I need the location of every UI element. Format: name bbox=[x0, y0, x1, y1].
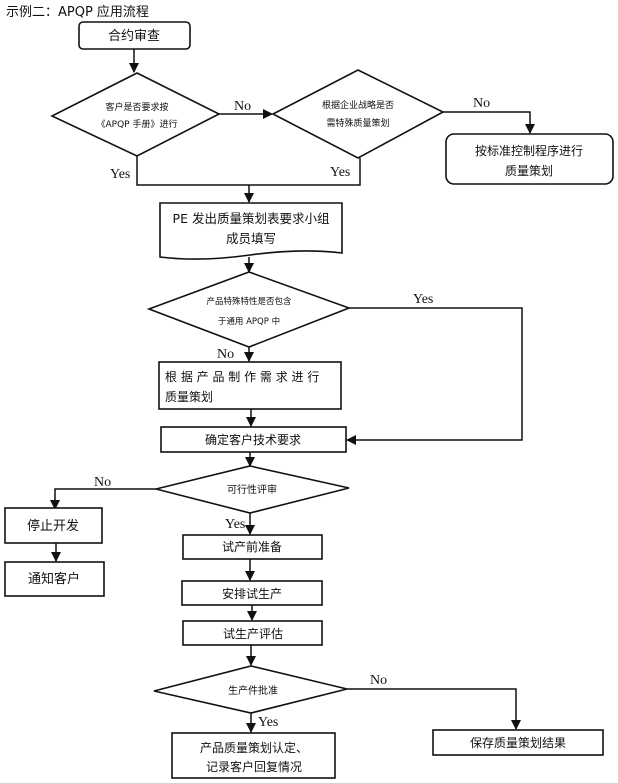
node-arrange-trial-label: 安排试生产 bbox=[222, 586, 282, 601]
node-save-quality-plan: 保存质量策划结果 bbox=[432, 729, 604, 756]
node-confirm-tech-requirements: 确定客户技术要求 bbox=[160, 426, 347, 453]
label-d1-no: No bbox=[234, 99, 251, 114]
arrow-approval-no bbox=[347, 688, 521, 730]
node-trial-evaluation: 试生产评估 bbox=[182, 620, 323, 646]
label-d1-yes: Yes bbox=[110, 167, 130, 182]
node-final-line2: 记录客户回复情况 bbox=[206, 759, 302, 774]
node-pe-issue: PE 发出质量策划表要求小组 成员填写 bbox=[159, 202, 343, 260]
label-feasibility-no: No bbox=[94, 475, 111, 490]
node-stop-development: 停止开发 bbox=[4, 507, 103, 544]
node-notify-customer-label: 通知客户 bbox=[28, 571, 80, 587]
label-d3-yes: Yes bbox=[413, 292, 433, 307]
decision-special-characteristics: 产品特殊特性是否包含 于通用 APQP 中 bbox=[146, 271, 352, 348]
node-save-result-label: 保存质量策划结果 bbox=[470, 736, 566, 750]
arrow-d2-no bbox=[443, 111, 535, 134]
decision-customer-apqp-line1: 客户是否要求按 bbox=[105, 101, 168, 113]
label-approval-yes: Yes bbox=[258, 715, 278, 730]
node-pe-issue-line2: 成员填写 bbox=[226, 231, 276, 246]
merge-yes-lines bbox=[136, 156, 361, 186]
label-d2-yes: Yes bbox=[330, 165, 350, 180]
decision-customer-apqp-line2: 《APQP 手册》进行 bbox=[97, 118, 178, 130]
node-pre-trial-label: 试产前准备 bbox=[222, 539, 282, 554]
node-contract-review: 合约审查 bbox=[78, 21, 191, 50]
decision-strategy-line1: 根据企业战略是否 bbox=[322, 99, 394, 111]
arrow-d3-yes bbox=[346, 307, 523, 445]
decision-special-line2: 于通用 APQP 中 bbox=[218, 316, 280, 327]
node-pre-trial-preparation: 试产前准备 bbox=[182, 534, 323, 560]
node-plan-by-requirements: 根 据 产 品 制 作 需 求 进 行 质量策划 bbox=[158, 361, 342, 410]
decision-feasibility-label: 可行性评审 bbox=[227, 483, 277, 496]
node-pe-issue-line1: PE 发出质量策划表要求小组 bbox=[173, 211, 330, 226]
node-stop-development-label: 停止开发 bbox=[27, 518, 79, 534]
decision-part-approval-label: 生产件批准 bbox=[228, 684, 278, 697]
decision-part-approval: 生产件批准 bbox=[153, 665, 348, 714]
label-approval-no: No bbox=[370, 673, 387, 688]
arrow-feasibility-no bbox=[50, 488, 156, 510]
node-arrange-trial-production: 安排试生产 bbox=[181, 580, 323, 606]
node-contract-review-label: 合约审查 bbox=[108, 29, 160, 44]
decision-feasibility: 可行性评审 bbox=[155, 465, 350, 514]
node-standard-procedure-line1: 按标准控制程序进行 bbox=[475, 143, 583, 158]
decision-customer-apqp: 客户是否要求按 《APQP 手册》进行 bbox=[50, 72, 221, 157]
label-d2-no: No bbox=[473, 96, 490, 111]
decision-strategy: 根据企业战略是否 需特殊质量策划 bbox=[271, 69, 445, 159]
node-quality-plan-confirmation: 产品质量策划认定、 记录客户回复情况 bbox=[171, 732, 336, 779]
node-plan-line1: 根 据 产 品 制 作 需 求 进 行 bbox=[165, 370, 319, 384]
label-feasibility-yes: Yes bbox=[225, 517, 245, 532]
node-final-line1: 产品质量策划认定、 bbox=[200, 740, 308, 755]
decision-strategy-line2: 需特殊质量策划 bbox=[326, 117, 389, 129]
label-d3-no: No bbox=[217, 347, 234, 362]
node-standard-procedure: 按标准控制程序进行 质量策划 bbox=[445, 133, 614, 185]
node-standard-procedure-line2: 质量策划 bbox=[505, 164, 553, 178]
node-confirm-tech-label: 确定客户技术要求 bbox=[205, 432, 301, 447]
decision-special-line1: 产品特殊特性是否包含 bbox=[206, 296, 292, 307]
node-notify-customer: 通知客户 bbox=[4, 561, 105, 597]
diagram-title: 示例二：APQP 应用流程 bbox=[6, 4, 149, 20]
node-trial-eval-label: 试生产评估 bbox=[223, 626, 283, 641]
node-plan-line2: 质量策划 bbox=[165, 390, 213, 404]
